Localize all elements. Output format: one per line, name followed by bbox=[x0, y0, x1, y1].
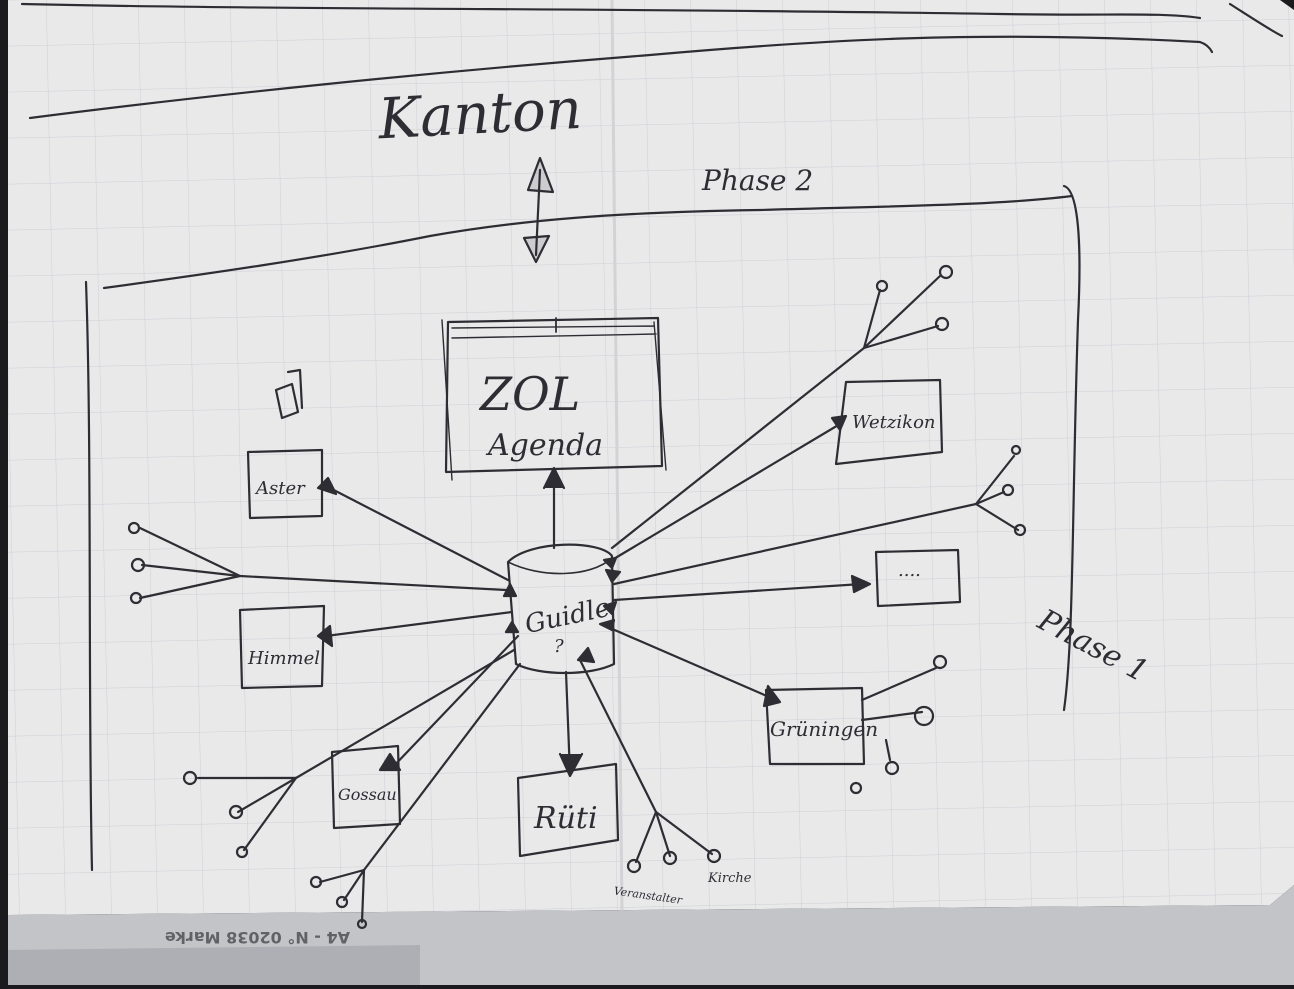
grueningen-label: Grüningen bbox=[770, 717, 878, 741]
node-himmel-box bbox=[238, 604, 326, 690]
kanton-arrow-up bbox=[526, 156, 555, 194]
agenda-label: Agenda bbox=[485, 428, 603, 463]
kirche-label: Kirche bbox=[707, 871, 752, 886]
kanton-label: Kanton bbox=[376, 77, 584, 153]
zol-label: ZOL bbox=[478, 367, 580, 421]
paper-print-mirrored: A4 - N° 02038 Marke bbox=[164, 928, 350, 947]
himmel-label: Himmel bbox=[247, 648, 320, 669]
phase2-lower-line bbox=[102, 194, 1074, 290]
phase1-right-border bbox=[1062, 184, 1081, 712]
paper-grid bbox=[8, 0, 1294, 915]
hub-mark: ? bbox=[554, 636, 564, 657]
rueti-label: Rüti bbox=[533, 801, 598, 836]
top-curve-right bbox=[1228, 2, 1284, 38]
zol-box bbox=[444, 316, 664, 474]
node-rueti-box bbox=[516, 762, 620, 858]
paper-shadow bbox=[8, 945, 420, 985]
node-aster-box bbox=[246, 448, 324, 520]
phase1-left-border bbox=[84, 280, 94, 872]
kanton-arrow-down bbox=[522, 234, 551, 264]
doc-icon bbox=[274, 368, 304, 420]
paper-fold bbox=[610, 0, 624, 913]
aster-label: Aster bbox=[254, 478, 306, 499]
dots-label: .... bbox=[898, 560, 921, 581]
node-grueningen-box bbox=[764, 686, 866, 766]
phase2-boundary bbox=[28, 35, 1214, 120]
kanton-arrow-line bbox=[534, 168, 542, 257]
node-dots-box bbox=[874, 548, 962, 608]
gossau-label: Gossau bbox=[338, 785, 397, 804]
phase2-label: Phase 2 bbox=[701, 164, 813, 197]
top-stroke bbox=[20, 2, 1202, 20]
wetzikon-label: Wetzikon bbox=[852, 412, 936, 433]
node-wetzikon-box bbox=[834, 378, 944, 466]
